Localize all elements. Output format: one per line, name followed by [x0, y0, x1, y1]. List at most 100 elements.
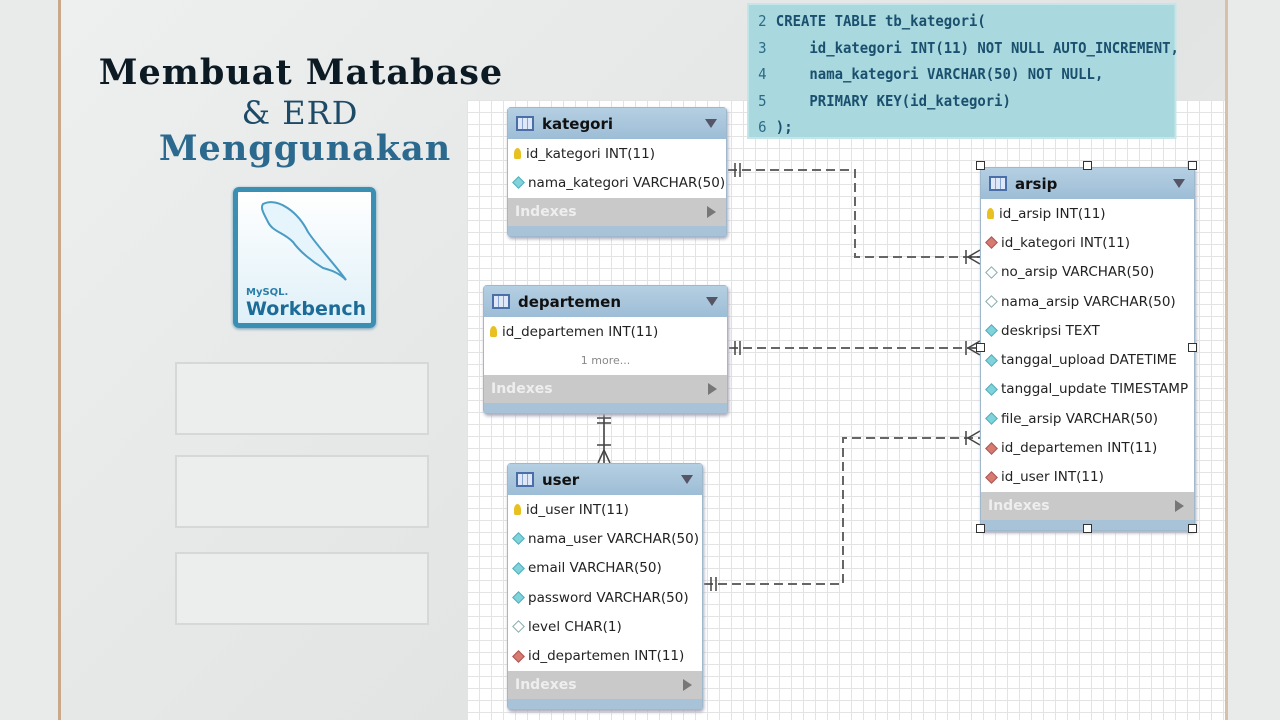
column-row[interactable]: no_arsip VARCHAR(50) — [981, 258, 1194, 287]
indexes-label: Indexes — [491, 381, 553, 398]
column-row[interactable]: tanggal_update TIMESTAMP — [981, 375, 1194, 404]
collapse-arrow-icon[interactable] — [1173, 179, 1185, 188]
column-row[interactable]: nama_kategori VARCHAR(50) — [508, 168, 726, 197]
resize-handle[interactable] — [1188, 161, 1197, 170]
column-row[interactable]: id_user INT(11) — [508, 495, 702, 524]
empty-box-3 — [175, 552, 429, 625]
code-text: id_kategori INT(11) NOT NULL AUTO_INCREM… — [775, 38, 1179, 57]
not-null-column-icon — [512, 176, 525, 190]
table-header[interactable]: user — [508, 464, 702, 495]
indexes-label: Indexes — [515, 676, 577, 693]
collapse-arrow-icon[interactable] — [705, 119, 717, 128]
empty-box-2 — [175, 455, 429, 528]
table-departemen[interactable]: departemen id_departemen INT(11) 1 more...… — [483, 285, 728, 415]
column-row[interactable]: nama_arsip VARCHAR(50) — [981, 287, 1194, 316]
indexes-section[interactable]: Indexes — [508, 197, 726, 226]
code-text: nama_kategori VARCHAR(50) NOT NULL, — [775, 65, 1104, 83]
table-icon — [989, 176, 1007, 191]
code-text: PRIMARY KEY(id_kategori) — [775, 91, 1011, 110]
indexes-section[interactable]: Indexes — [484, 375, 727, 404]
code-line: 2 CREATE TABLE tb_kategori( — [749, 8, 1175, 35]
primary-key-icon — [514, 148, 521, 160]
title-line-2: & ERD — [241, 94, 359, 132]
code-line: 4 nama_kategori VARCHAR(50) NOT NULL, — [749, 61, 1175, 88]
expand-arrow-icon[interactable] — [1175, 499, 1184, 512]
line-number: 4 — [758, 65, 767, 83]
column-text: id_kategori INT(11) — [526, 145, 655, 162]
title-line-1: Membuat Matabase — [98, 52, 504, 93]
resize-handle[interactable] — [1083, 524, 1092, 533]
table-header[interactable]: departemen — [484, 286, 727, 317]
column-row[interactable]: id_arsip INT(11) — [981, 199, 1194, 228]
column-row[interactable]: id_departemen INT(11) — [508, 641, 702, 670]
column-row[interactable]: deskripsi TEXT — [981, 316, 1194, 345]
resize-handle[interactable] — [976, 524, 985, 533]
table-arsip[interactable]: arsip id_arsip INT(11) id_kategori INT(11)… — [980, 167, 1195, 531]
not-null-column-icon — [512, 591, 525, 604]
table-footer — [508, 698, 702, 709]
column-text: id_kategori INT(11) — [1001, 234, 1130, 251]
table-footer — [484, 403, 727, 414]
indexes-label: Indexes — [515, 203, 577, 220]
not-null-column-icon — [512, 561, 525, 575]
column-row[interactable]: password VARCHAR(50) — [508, 583, 702, 612]
column-row[interactable]: file_arsip VARCHAR(50) — [981, 404, 1194, 433]
line-number: 6 — [758, 118, 767, 136]
expand-arrow-icon[interactable] — [708, 383, 717, 396]
column-text: level CHAR(1) — [528, 618, 622, 635]
column-row[interactable]: email VARCHAR(50) — [508, 554, 702, 583]
resize-handle[interactable] — [976, 161, 985, 170]
collapse-arrow-icon[interactable] — [706, 297, 718, 306]
indexes-section[interactable]: Indexes — [981, 491, 1194, 520]
resize-handle[interactable] — [1188, 343, 1197, 352]
resize-handle[interactable] — [976, 343, 985, 352]
indexes-section[interactable]: Indexes — [508, 670, 702, 699]
expand-arrow-icon[interactable] — [707, 205, 716, 218]
column-text: id_departemen INT(11) — [528, 648, 685, 665]
column-text: tanggal_upload DATETIME — [1001, 352, 1177, 369]
column-text: id_arsip INT(11) — [999, 205, 1106, 222]
column-icon — [985, 295, 998, 308]
line-number: 2 — [758, 12, 767, 30]
column-text: file_arsip VARCHAR(50) — [1001, 410, 1158, 427]
foreign-key-icon — [512, 649, 525, 663]
foreign-key-icon — [985, 236, 998, 250]
column-row[interactable]: tanggal_upload DATETIME — [981, 345, 1194, 374]
table-kategori[interactable]: kategori id_kategori INT(11) nama_kategori… — [507, 107, 727, 237]
table-icon — [516, 116, 534, 131]
resize-handle[interactable] — [1188, 524, 1197, 533]
more-columns-link[interactable]: 1 more... — [580, 354, 631, 368]
column-text: id_departemen INT(11) — [1001, 440, 1158, 457]
column-row[interactable]: id_user INT(11) — [981, 463, 1194, 492]
table-icon — [516, 472, 534, 487]
foreign-key-icon — [985, 470, 998, 484]
code-text: ); — [775, 118, 793, 136]
column-row[interactable]: id_kategori INT(11) — [981, 228, 1194, 257]
foreign-key-icon — [985, 441, 998, 455]
code-text: CREATE TABLE tb_kategori( — [775, 12, 986, 30]
table-name: departemen — [518, 292, 621, 311]
column-row[interactable]: level CHAR(1) — [508, 612, 702, 641]
expand-arrow-icon[interactable] — [683, 678, 692, 691]
resize-handle[interactable] — [1083, 161, 1092, 170]
table-footer — [508, 225, 726, 236]
empty-box-1 — [175, 362, 429, 435]
column-row[interactable]: nama_user VARCHAR(50) — [508, 524, 702, 553]
primary-key-icon — [514, 504, 521, 516]
mysql-workbench-logo: MySQL. Workbench — [233, 187, 376, 328]
logo-product: Workbench — [246, 298, 367, 320]
primary-key-icon — [490, 326, 497, 338]
column-text: password VARCHAR(50) — [528, 589, 689, 606]
table-header[interactable]: arsip — [981, 168, 1194, 199]
collapse-arrow-icon[interactable] — [681, 475, 693, 484]
column-row[interactable]: id_kategori INT(11) — [508, 139, 726, 168]
not-null-column-icon — [985, 383, 998, 396]
code-line: 5 PRIMARY KEY(id_kategori) — [749, 88, 1175, 115]
column-text: nama_user VARCHAR(50) — [528, 530, 699, 547]
column-row[interactable]: id_departemen INT(11) — [981, 433, 1194, 462]
table-header[interactable]: kategori — [508, 108, 726, 139]
column-row[interactable]: id_departemen INT(11) — [484, 317, 727, 346]
